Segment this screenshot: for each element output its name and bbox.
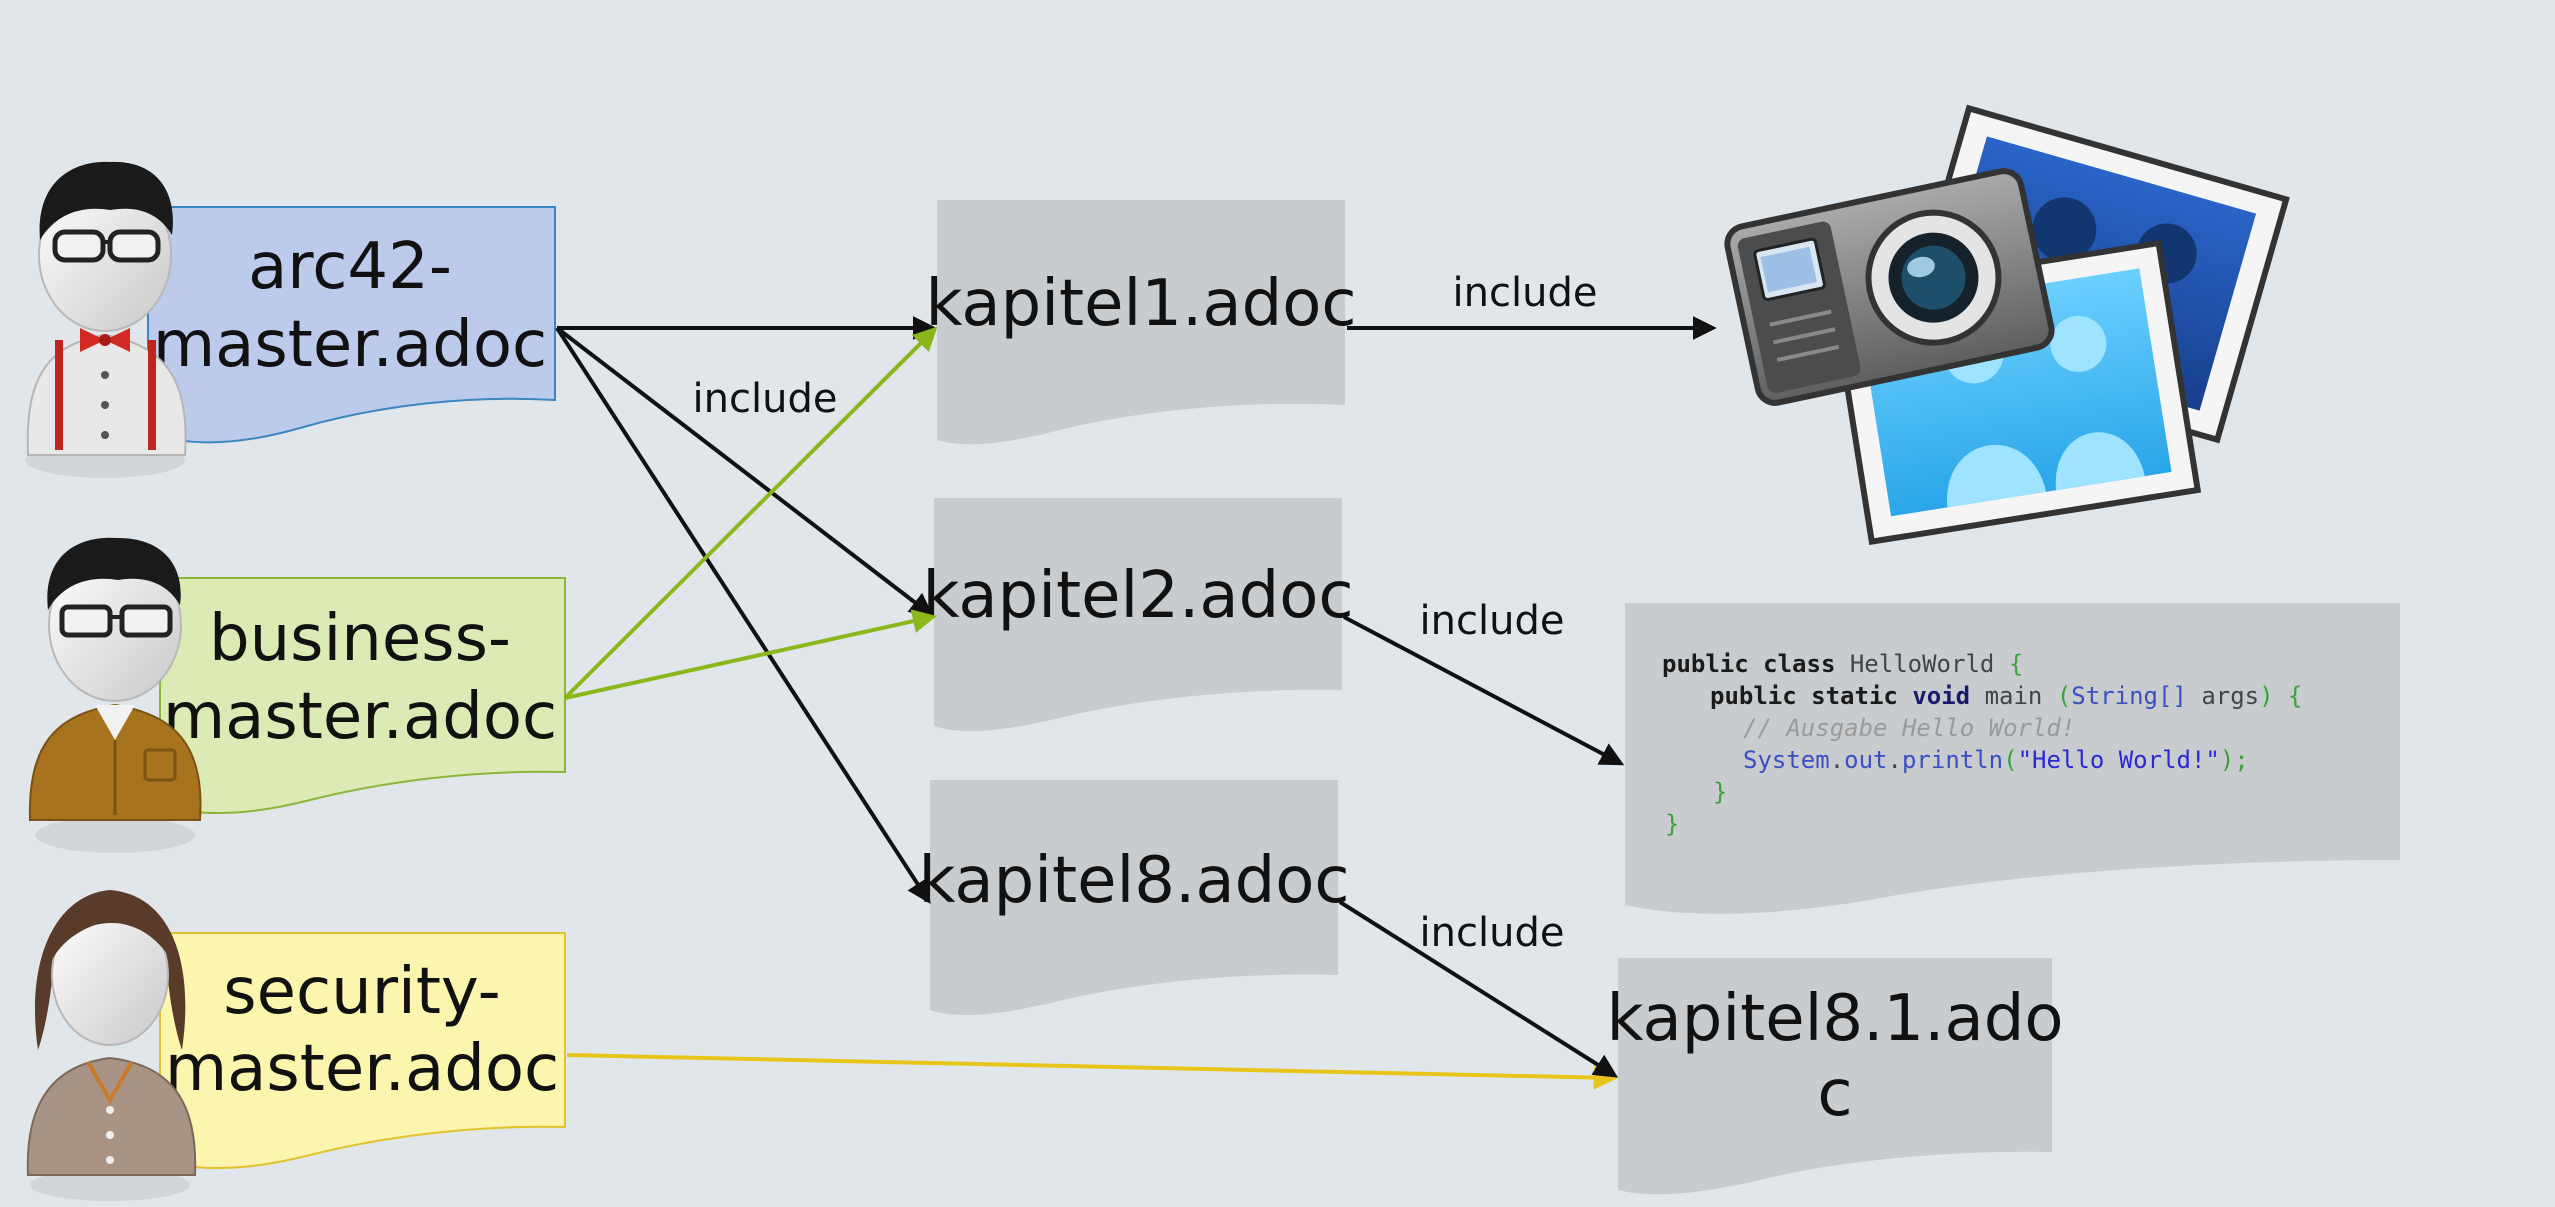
arrow-business-to-kapitel2 [564,609,937,700]
edge-label-arc42-include: include [693,376,838,422]
chapter-doc-kapitel8-label: kapitel8.adoc [918,844,1349,918]
woman-avatar [26,890,197,1201]
code-line-3: // Ausgabe Hello World! [1743,714,2075,742]
chapter-doc-shape [937,200,1345,445]
edge-label-kapitel8-include: include [1420,910,1565,956]
chapter-doc-kapitel81: kapitel8.1.ado c [1607,958,2064,1195]
chapter-doc-kapitel81-line2: c [1817,1057,1852,1131]
edge-label-kapitel1-include: include [1453,270,1598,316]
business-person-avatar [28,537,202,853]
code-line-5: } [1713,778,1727,806]
edge-label-kapitel2-include: include [1420,598,1565,644]
master-doc-business-line1: business- [209,602,511,676]
arrow-security-to-kapitel81 [566,1053,1618,1090]
master-doc-arc42-line1: arc42- [248,230,452,304]
master-doc-arc42: arc42- master.adoc [147,206,556,444]
master-doc-security-line2: master.adoc [165,1032,559,1106]
chapter-doc-kapitel2: kapitel2.adoc [922,498,1354,732]
code-line-1: public class HelloWorld { [1662,650,2023,678]
chapter-doc-shape [1618,958,2052,1195]
arrow-kapitel8-to-kapitel81 [1338,900,1619,1078]
arrow-arc42-to-kapitel2 [555,326,934,617]
chapter-doc-shape [934,498,1342,732]
master-doc-business: business- master.adoc [159,577,566,814]
code-line-4: System.out.println("Hello World!"); [1743,746,2249,774]
master-doc-business-line2: master.adoc [163,680,557,754]
master-doc-security: security- master.adoc [159,932,566,1169]
master-doc-security-line1: security- [223,955,501,1029]
code-line-6: } [1665,810,1679,838]
chapter-doc-shape [930,780,1338,1016]
arrow-kapitel2-to-code [1343,615,1625,766]
code-doc-shape [1625,603,2400,914]
chapter-doc-kapitel1: kapitel1.adoc [925,200,1357,445]
developer-avatar [25,161,187,478]
code-snippet-doc: public class HelloWorld { public static … [1625,603,2400,914]
arrow-business-to-kapitel1 [563,326,938,700]
master-doc-arc42-line2: master.adoc [153,308,547,382]
code-line-2: public static void main (String[] args) … [1710,682,2302,710]
chapter-doc-kapitel81-line1: kapitel8.1.ado [1607,982,2064,1056]
chapter-doc-kapitel2-label: kapitel2.adoc [922,559,1353,633]
chapter-doc-kapitel8: kapitel8.adoc [918,780,1350,1016]
arrow-arc42-to-kapitel8 [555,326,931,905]
photos-camera-icon [1724,104,2290,546]
chapter-doc-kapitel1-label: kapitel1.adoc [925,267,1356,341]
